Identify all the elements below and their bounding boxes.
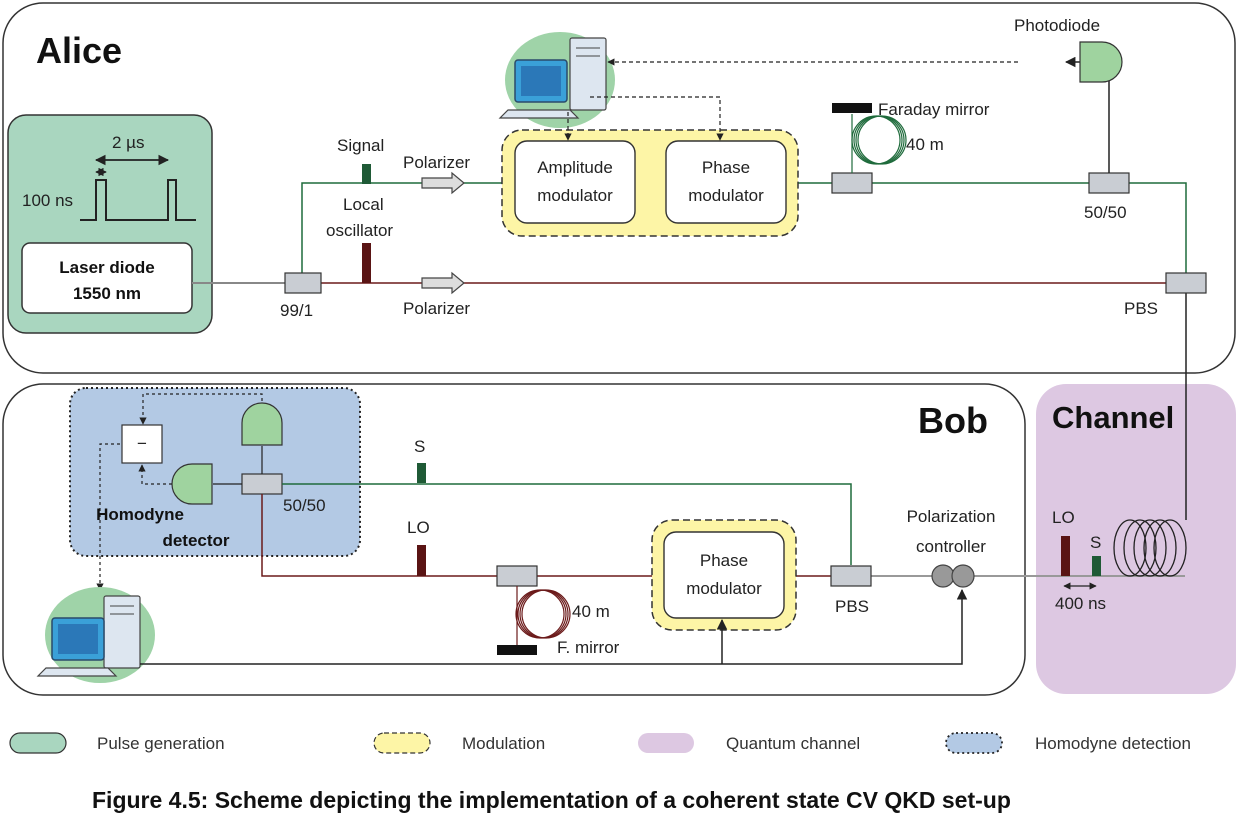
bob-phase-modulator-label-1: Phase xyxy=(700,551,748,570)
alice-phase-modulator-label-2: modulator xyxy=(688,186,764,205)
alice-pbs xyxy=(1165,272,1207,294)
bob-f-mirror-label: F. mirror xyxy=(557,638,620,657)
coupler-99-1-label: 99/1 xyxy=(280,301,313,320)
bob-coupler-5050 xyxy=(241,473,283,495)
pd-left-to-sub xyxy=(138,464,172,485)
channel-lo-label: LO xyxy=(1052,508,1075,527)
bob-region xyxy=(2,383,1026,696)
amplitude-modulator-label-2: modulator xyxy=(537,186,613,205)
figure-caption: Figure 4.5: Scheme depicting the impleme… xyxy=(92,787,1011,813)
polarizer-bottom-label: Polarizer xyxy=(403,299,470,318)
ctrl-to-phase xyxy=(590,96,724,141)
subtractor-box xyxy=(121,424,163,464)
bob-coupler-5050-label: 50/50 xyxy=(283,496,326,515)
bob-phase-modulator-label-2: modulator xyxy=(686,579,762,598)
bob-lo-marker xyxy=(417,545,426,576)
channel-fiber-coil-icon xyxy=(1113,519,1187,577)
alice-coupler-5050 xyxy=(1088,172,1130,194)
laser-label-2: 1550 nm xyxy=(73,284,141,303)
computer-to-polctrl xyxy=(140,588,968,665)
alice-pbs-label: PBS xyxy=(1124,299,1158,318)
alice-computer-icon xyxy=(498,32,615,128)
faraday-mirror xyxy=(832,103,872,113)
amplitude-modulator-label-1: Amplitude xyxy=(537,158,613,177)
alice-title: Alice xyxy=(36,30,122,71)
homodyne-photodiode-top-icon xyxy=(241,402,283,446)
signal-pulse-marker xyxy=(362,164,371,184)
polarization-controller-label-1: Polarization xyxy=(907,507,996,526)
homodyne-photodiode-left-icon xyxy=(171,463,213,505)
alice-coupler xyxy=(831,172,873,194)
legend-modulation-label: Modulation xyxy=(462,734,545,753)
bob-fiber-length-label: 40 m xyxy=(572,602,610,621)
polarizer-top-icon xyxy=(421,171,465,195)
legend-channel-swatch xyxy=(638,733,694,753)
polarization-controller-icon xyxy=(931,564,975,588)
bob-s-marker xyxy=(417,463,426,483)
bob-lo-label: LO xyxy=(407,518,430,537)
alice-phase-modulator-label-1: Phase xyxy=(702,158,750,177)
alice-fiber-length-label: 40 m xyxy=(906,135,944,154)
legend-homodyne-label: Homodyne detection xyxy=(1035,734,1191,753)
laser-diode-box xyxy=(21,242,193,314)
homodyne-label-2: detector xyxy=(162,531,229,550)
bob-pbs xyxy=(830,565,872,587)
bob-phase-modulator-box xyxy=(663,531,785,619)
local-oscillator-label-1: Local xyxy=(343,195,384,214)
alice-phase-modulator-box xyxy=(665,140,787,224)
signal-label: Signal xyxy=(337,136,384,155)
polarizer-top-label: Polarizer xyxy=(403,153,470,172)
coupler-99-1 xyxy=(284,272,322,294)
bob-f-mirror xyxy=(497,645,537,655)
bob-s-label: S xyxy=(414,437,425,456)
laser-label-1: Laser diode xyxy=(59,258,154,277)
bob-fiber-coil-icon xyxy=(515,589,571,639)
bob-computer-icon xyxy=(36,587,155,683)
bob-coupler xyxy=(496,565,538,587)
alice-coupler-5050-label: 50/50 xyxy=(1084,203,1127,222)
channel-lo-marker xyxy=(1061,536,1070,576)
sub-to-computer xyxy=(96,443,120,591)
amplitude-modulator-box xyxy=(514,140,636,224)
channel-title: Channel xyxy=(1052,400,1174,435)
faraday-mirror-label: Faraday mirror xyxy=(878,100,990,119)
legend-channel-label: Quantum channel xyxy=(726,734,860,753)
bob-signal-fiber xyxy=(282,483,852,565)
subtractor-label: − xyxy=(137,434,147,453)
bob-title: Bob xyxy=(918,400,988,441)
pulse-train xyxy=(80,179,196,221)
channel-delay-label: 400 ns xyxy=(1055,594,1106,613)
polarization-controller-label-2: controller xyxy=(916,537,986,556)
legend-pulse-swatch xyxy=(9,732,67,754)
bob-lo-fiber xyxy=(261,494,831,577)
homodyne-label-1: Homodyne xyxy=(96,505,184,524)
photodiode-icon xyxy=(1079,41,1123,83)
pulse-period-label: 2 µs xyxy=(112,133,144,152)
bob-pbs-label: PBS xyxy=(835,597,869,616)
lo-pulse-marker xyxy=(362,243,371,283)
channel-s-label: S xyxy=(1090,533,1101,552)
legend-homodyne-swatch xyxy=(945,732,1003,754)
polarizer-bottom-icon xyxy=(421,271,465,295)
pulse-width-label: 100 ns xyxy=(22,191,73,210)
photodiode-label: Photodiode xyxy=(1014,16,1100,35)
legend-modulation-swatch xyxy=(373,732,431,754)
channel-s-marker xyxy=(1092,556,1101,576)
legend-pulse-label: Pulse generation xyxy=(97,734,225,753)
pd-top-to-sub xyxy=(139,393,263,425)
local-oscillator-label-2: oscillator xyxy=(326,221,393,240)
